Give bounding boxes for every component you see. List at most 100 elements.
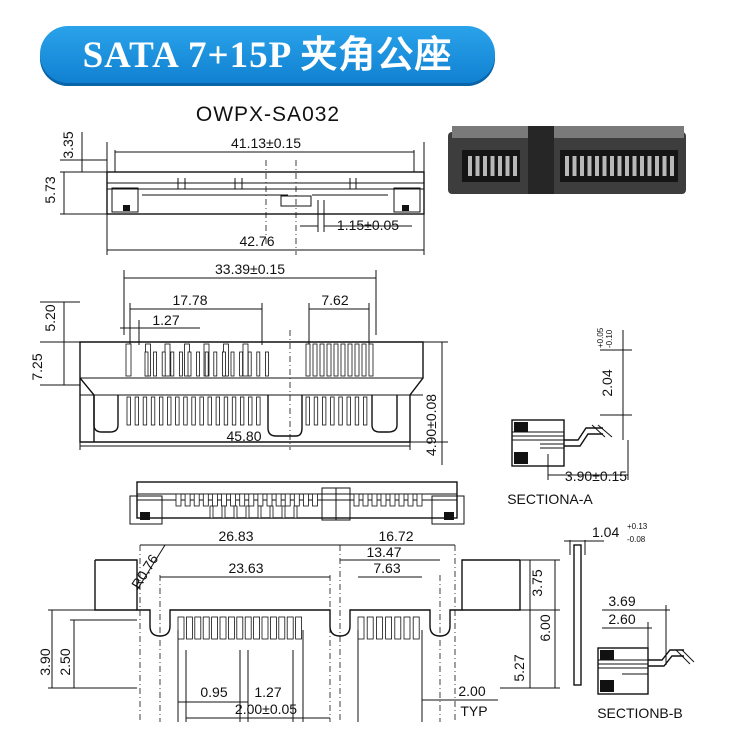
front-tail [354, 396, 360, 426]
front-pin [125, 343, 132, 377]
photo-pin [572, 156, 577, 176]
side-pin [211, 493, 218, 507]
dim-2-00: 2.00 [458, 683, 485, 699]
side-pin [193, 493, 200, 507]
pcb-pad [385, 616, 393, 640]
front-tail [305, 396, 310, 426]
dim-pitch: 1.27 [152, 312, 179, 328]
pcb-pad [394, 616, 402, 640]
front-pin [305, 343, 311, 377]
side-pin [302, 493, 309, 507]
dim-front-top: 5.20 [42, 304, 58, 331]
front-tail [313, 396, 319, 426]
front-pin [153, 351, 158, 377]
front-pin [178, 351, 183, 377]
tol-a-upper: +0.05 [596, 327, 605, 348]
dim-0-95: 0.95 [200, 684, 227, 700]
photo-pin [595, 156, 599, 176]
side-pin [233, 505, 238, 519]
front-tail [248, 396, 253, 426]
side-pin [248, 493, 255, 507]
side-pin [293, 493, 300, 507]
front-pin [319, 343, 325, 377]
front-pin [340, 343, 346, 377]
dim-3-90: 3.90 [37, 648, 53, 675]
side-pin [353, 493, 360, 507]
front-tail [362, 396, 368, 426]
pcb-pad [357, 616, 365, 640]
dim-2-60: 2.60 [608, 611, 635, 627]
photo-pin [602, 156, 607, 176]
typ-label: TYP [460, 703, 487, 719]
dim-13-47: 13.47 [366, 544, 401, 560]
front-tail [134, 396, 140, 426]
dim-top-gap: 1.15±0.05 [337, 217, 399, 233]
section-a: 2.04 +0.05 -0.10 3.90±0.15 SECTIONA-A [507, 327, 632, 507]
dim-section-a-height: 2.04 [599, 369, 615, 396]
front-pin [333, 343, 339, 377]
dim-5-27: 5.27 [511, 654, 527, 681]
pcb-pad [244, 616, 252, 640]
front-tail [231, 396, 237, 426]
front-tail [215, 396, 221, 426]
pcb-pad [236, 616, 244, 640]
side-pin [257, 493, 264, 507]
dim-6-00: 6.00 [537, 614, 553, 641]
front-pin [221, 351, 226, 377]
dim-signal: 17.78 [172, 292, 207, 308]
side-pin [416, 493, 423, 507]
dim-2-50: 2.50 [57, 648, 73, 675]
side-pin [380, 493, 387, 507]
pcb-pad [375, 616, 383, 640]
side-view [129, 481, 465, 525]
front-pin [213, 351, 218, 377]
front-pin [230, 351, 235, 377]
pcb-pad [253, 616, 261, 640]
front-tail [239, 396, 245, 426]
front-pin [326, 343, 332, 377]
front-tail [175, 396, 180, 426]
dim-front-width: 45.80 [226, 428, 261, 444]
front-pin [239, 351, 244, 377]
pcb-pad [286, 616, 294, 640]
pcb-pad [194, 616, 202, 640]
part-number: OWPX-SA032 [196, 103, 340, 126]
front-pin [264, 351, 269, 377]
side-pin [269, 505, 274, 519]
photo-pin [505, 156, 510, 176]
side-pin [284, 493, 291, 507]
front-pin [312, 343, 318, 377]
tol-b-lower: -0.08 [627, 535, 646, 544]
side-pin [275, 493, 282, 507]
dim-3-69: 3.69 [608, 593, 635, 609]
front-tail [199, 396, 204, 426]
side-pin [184, 493, 191, 507]
dim-7-63: 7.63 [373, 560, 400, 576]
photo-pin [610, 156, 614, 176]
dim-top-width: 41.13±0.15 [231, 135, 301, 151]
front-tail [158, 396, 164, 426]
dim-top-depth: 5.73 [42, 176, 58, 203]
side-pin [398, 493, 405, 507]
photo-pin [640, 156, 644, 176]
side-pin [239, 493, 246, 507]
front-pin [196, 351, 201, 377]
front-tail [183, 396, 188, 426]
front-pin [247, 351, 252, 377]
section-b-label: SECTIONB-B [597, 705, 683, 721]
pcb-pad [412, 616, 420, 640]
dim-2-00-tol: 2.00±0.05 [235, 701, 297, 717]
dim-front-mid: 7.25 [29, 353, 45, 380]
front-tail [346, 396, 351, 426]
dim-top-overall: 42.76 [239, 233, 274, 249]
pcb-pad [295, 616, 303, 640]
front-view: 33.39±0.15 17.78 7.62 1.27 5.20 7.25 [29, 261, 448, 465]
pcb-pad [227, 616, 235, 640]
front-pin [161, 351, 166, 377]
photo-pin [498, 156, 502, 176]
dim-section-b-thickness: 1.04 [592, 524, 619, 540]
side-pin [266, 493, 273, 507]
front-pin [144, 351, 149, 377]
side-pin [221, 493, 227, 507]
